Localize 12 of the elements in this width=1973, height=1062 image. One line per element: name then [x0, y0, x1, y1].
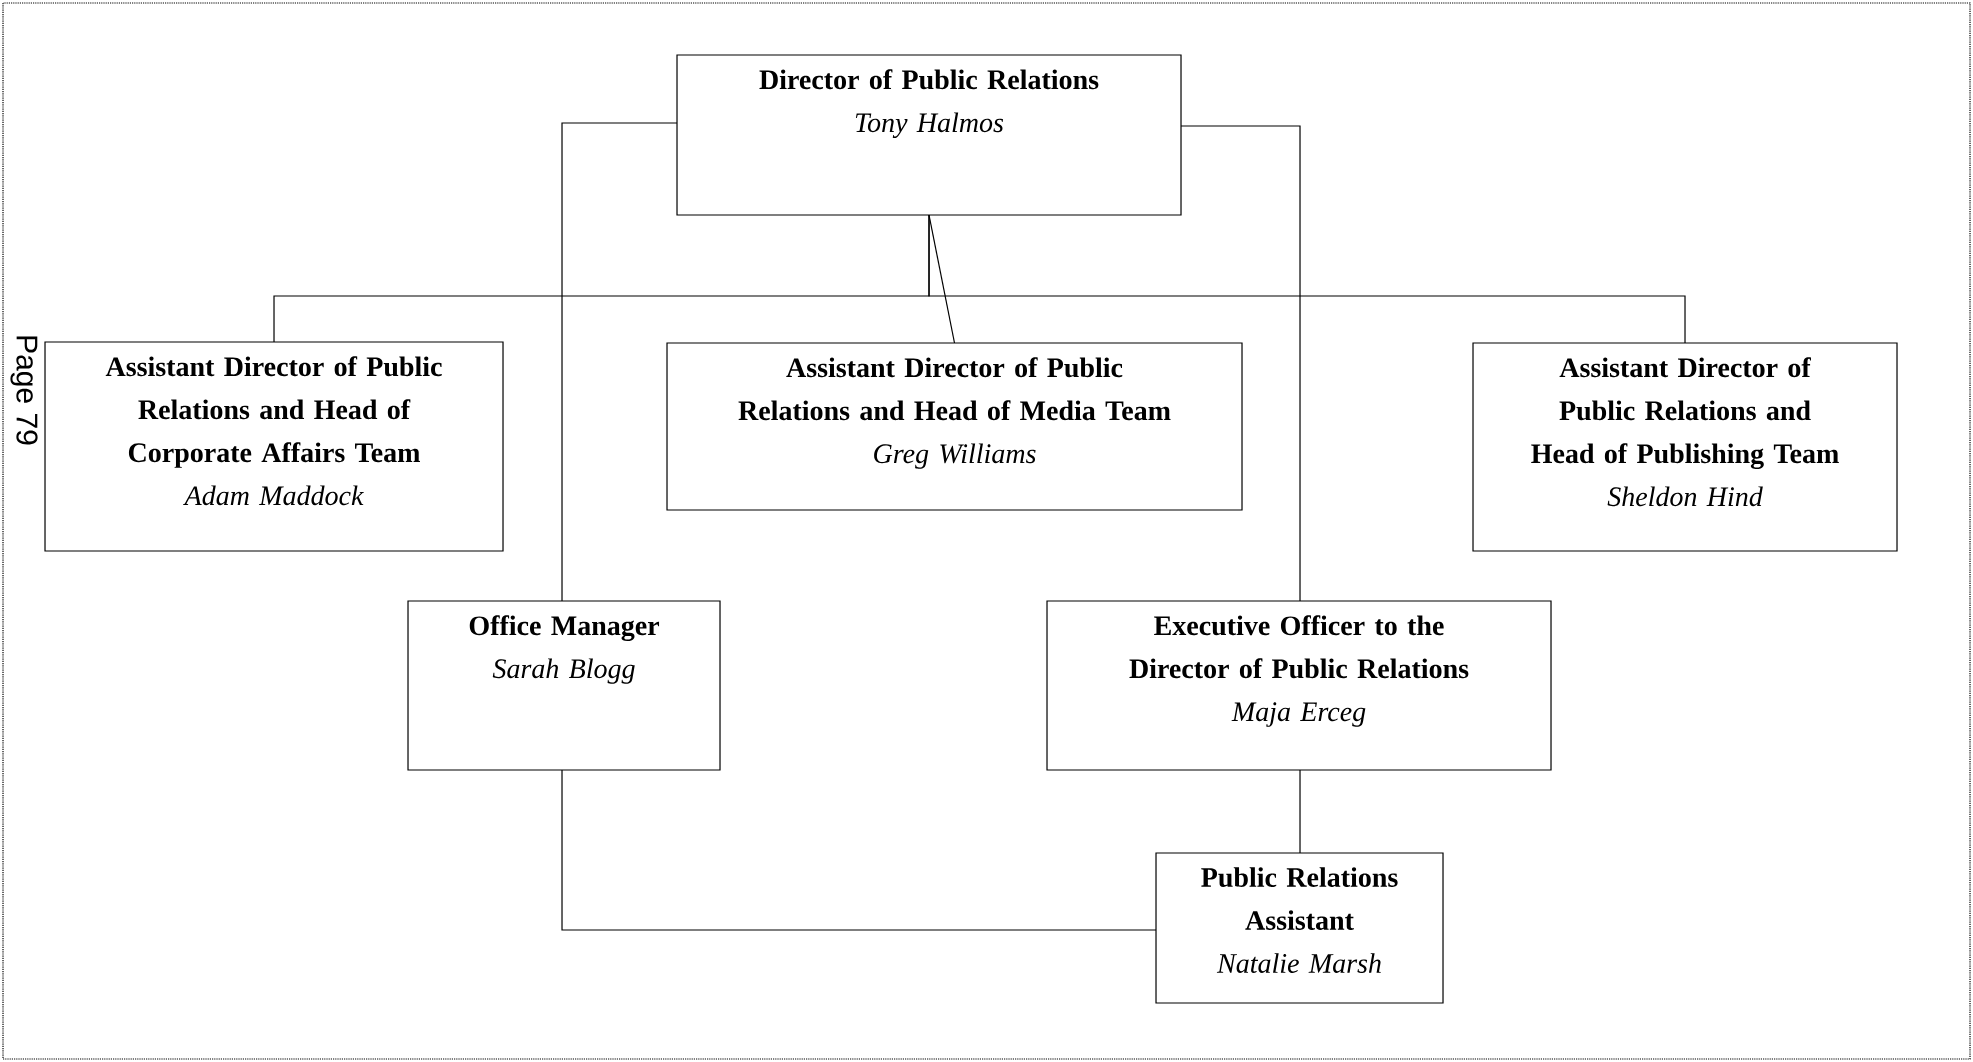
position-box: Office Manager Sarah Blogg — [407, 600, 721, 771]
connector-line — [561, 122, 678, 602]
connector-line — [1180, 125, 1301, 602]
position-box: Public Relations Assistant Natalie Marsh — [1155, 852, 1444, 1004]
position-box: Executive Officer to the Director of Public Relations Maja Erceg — [1046, 600, 1552, 771]
position-box: Director of Public Relations Tony Halmos — [676, 54, 1182, 216]
connector-line — [928, 214, 1686, 344]
position-box: Assistant Director of Public Relations and Head of Media Team Greg Williams — [666, 342, 1243, 511]
connector-line — [1299, 769, 1301, 854]
connector-line — [561, 769, 1157, 931]
position-box: Assistant Director of Public Relations and Head of Publishing Team Sheldon Hind — [1472, 342, 1898, 552]
position-box: Assistant Director of Public Relations and Head of Corporate Affairs Team Adam Maddock — [44, 341, 504, 552]
